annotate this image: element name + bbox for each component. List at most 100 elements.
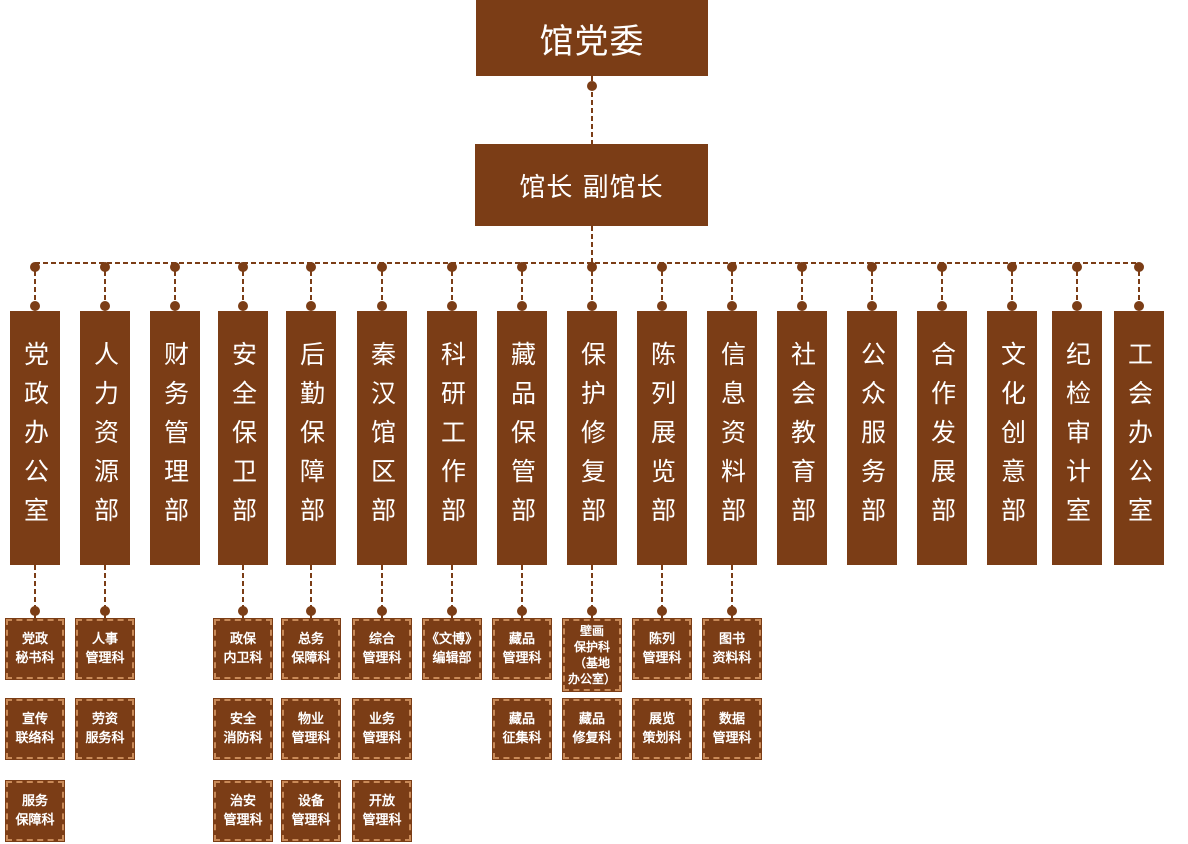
connector-dot xyxy=(238,606,248,616)
connector-dot xyxy=(377,606,387,616)
department-box: 公众服务部 xyxy=(847,311,897,565)
connector-dot xyxy=(447,301,457,311)
department-box: 安全保卫部 xyxy=(218,311,268,565)
sub-section-box: 综合 管理科 xyxy=(352,618,412,680)
department-box: 陈列展览部 xyxy=(637,311,687,565)
connector-dot xyxy=(937,301,947,311)
sub-section-box: 《文博》 编辑部 xyxy=(422,618,482,680)
connector-dot xyxy=(377,301,387,311)
connector-dot xyxy=(727,301,737,311)
department-box: 纪检审计室 xyxy=(1052,311,1102,565)
sub-section-box: 图书 资料科 xyxy=(702,618,762,680)
sub-section-box: 服务 保障科 xyxy=(5,780,65,842)
connector-dot xyxy=(1007,262,1017,272)
sub-section-box: 治安 管理科 xyxy=(213,780,273,842)
sub-section-box: 设备 管理科 xyxy=(281,780,341,842)
department-label: 保护修复部 xyxy=(577,341,607,536)
department-label: 工会办公室 xyxy=(1124,341,1154,536)
sub-section-box: 党政 秘书科 xyxy=(5,618,65,680)
connector-dot xyxy=(1007,301,1017,311)
department-label: 藏品保管部 xyxy=(507,341,537,536)
connector-dot xyxy=(587,301,597,311)
connector-dot xyxy=(587,262,597,272)
department-box: 党政办公室 xyxy=(10,311,60,565)
department-label: 秦汉馆区部 xyxy=(367,341,397,536)
department-box: 后勤保障部 xyxy=(286,311,336,565)
department-box: 工会办公室 xyxy=(1114,311,1164,565)
connector-dot xyxy=(517,301,527,311)
department-box: 文化创意部 xyxy=(987,311,1037,565)
party-committee-label: 馆党委 xyxy=(539,21,645,62)
sub-section-box: 展览 策划科 xyxy=(632,698,692,760)
connector-dot xyxy=(517,262,527,272)
department-label: 后勤保障部 xyxy=(296,341,326,536)
department-box: 社会教育部 xyxy=(777,311,827,565)
department-box: 信息资料部 xyxy=(707,311,757,565)
department-box: 秦汉馆区部 xyxy=(357,311,407,565)
department-box: 人力资源部 xyxy=(80,311,130,565)
connector-dot xyxy=(30,606,40,616)
sub-section-box: 藏品 修复科 xyxy=(562,698,622,760)
connector-dot xyxy=(727,262,737,272)
department-label: 纪检审计室 xyxy=(1062,341,1092,536)
connector-dot xyxy=(306,262,316,272)
department-box: 科研工作部 xyxy=(427,311,477,565)
sub-section-box: 业务 管理科 xyxy=(352,698,412,760)
department-box: 藏品保管部 xyxy=(497,311,547,565)
connector-dot xyxy=(100,301,110,311)
connector-dot xyxy=(517,606,527,616)
department-label: 社会教育部 xyxy=(787,341,817,536)
department-label: 陈列展览部 xyxy=(647,341,677,536)
connector-dot xyxy=(447,606,457,616)
department-box: 保护修复部 xyxy=(567,311,617,565)
connector-dot xyxy=(727,606,737,616)
connector-dot xyxy=(1072,301,1082,311)
connector-dot xyxy=(1072,262,1082,272)
sub-section-box: 数据 管理科 xyxy=(702,698,762,760)
sub-section-box: 人事 管理科 xyxy=(75,618,135,680)
sub-section-box: 政保 内卫科 xyxy=(213,618,273,680)
department-label: 人力资源部 xyxy=(90,341,120,536)
sub-section-box: 壁画 保护科 （基地 办公室） xyxy=(562,618,622,692)
connector-dot xyxy=(797,301,807,311)
connector-dot xyxy=(306,301,316,311)
department-label: 科研工作部 xyxy=(437,341,467,536)
connector-dot xyxy=(100,606,110,616)
connector-dot xyxy=(1134,262,1144,272)
connector-dot xyxy=(657,301,667,311)
connector-dot xyxy=(797,262,807,272)
department-box: 财务管理部 xyxy=(150,311,200,565)
connector-dot xyxy=(1134,301,1144,311)
sub-section-box: 藏品 管理科 xyxy=(492,618,552,680)
connector-dot xyxy=(377,262,387,272)
department-label: 党政办公室 xyxy=(20,341,50,536)
connector-dot xyxy=(30,301,40,311)
leadership-box: 馆长 副馆长 xyxy=(475,144,708,226)
connector-dot xyxy=(100,262,110,272)
department-label: 公众服务部 xyxy=(857,341,887,536)
connector-dot xyxy=(170,262,180,272)
connector-dot xyxy=(30,262,40,272)
sub-section-box: 开放 管理科 xyxy=(352,780,412,842)
department-label: 财务管理部 xyxy=(160,341,190,536)
sub-section-box: 藏品 征集科 xyxy=(492,698,552,760)
connector-dot xyxy=(867,301,877,311)
sub-section-box: 总务 保障科 xyxy=(281,618,341,680)
department-label: 文化创意部 xyxy=(997,341,1027,536)
leadership-label: 馆长 副馆长 xyxy=(519,172,664,203)
department-box: 合作发展部 xyxy=(917,311,967,565)
connector-dot xyxy=(587,606,597,616)
department-label: 信息资料部 xyxy=(717,341,747,536)
connector-dot xyxy=(447,262,457,272)
connector-dot xyxy=(867,262,877,272)
connector-dot xyxy=(937,262,947,272)
sub-section-box: 劳资 服务科 xyxy=(75,698,135,760)
sub-section-box: 陈列 管理科 xyxy=(632,618,692,680)
connector-dot xyxy=(238,301,248,311)
connector-dot xyxy=(238,262,248,272)
sub-section-box: 安全 消防科 xyxy=(213,698,273,760)
connector-dot xyxy=(170,301,180,311)
connector-dot xyxy=(657,606,667,616)
department-label: 安全保卫部 xyxy=(228,341,258,536)
